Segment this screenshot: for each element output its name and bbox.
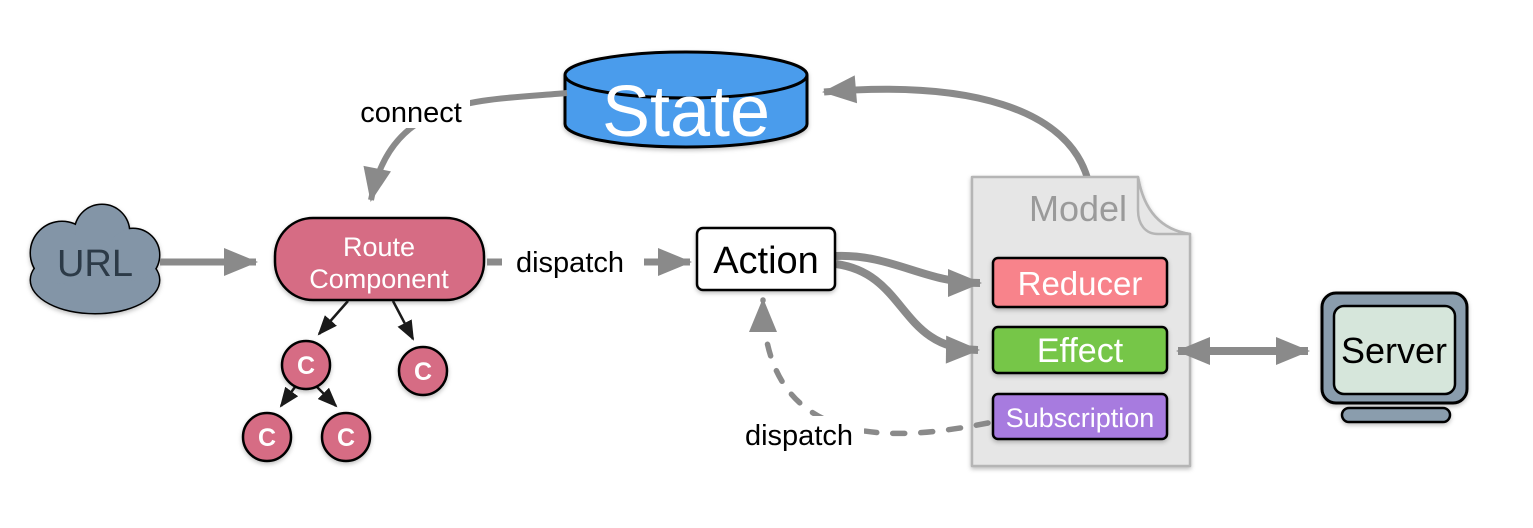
- component-circles: C C C C: [241, 339, 449, 463]
- reducer-label: Reducer: [1018, 265, 1143, 302]
- route-component-box: [273, 216, 486, 302]
- url-cloud-fill: [31, 205, 159, 313]
- connect-label: connect: [360, 97, 462, 129]
- svg-text:C: C: [414, 358, 432, 386]
- arrow-route-to-c1: [317, 300, 349, 336]
- component-circle-2: C: [397, 345, 449, 397]
- arrow-c1-to-c3: [279, 386, 299, 408]
- effect-box: [991, 325, 1169, 375]
- component-circle-1: C: [280, 339, 332, 391]
- action-node: Action: [695, 226, 837, 292]
- component-circle-4: C: [320, 411, 372, 463]
- action-box: [695, 226, 837, 292]
- state-node: State: [563, 50, 809, 152]
- route-component-label-line2: Component: [309, 264, 449, 294]
- subscription-box: [991, 392, 1169, 441]
- route-component-label-line1: Route: [343, 232, 415, 262]
- dispatch-label: dispatch: [516, 247, 624, 279]
- dispatch-label-group: dispatch: [502, 243, 644, 281]
- dispatch2-label-bg: [736, 416, 864, 454]
- arrow-action-to-reducer: [835, 251, 982, 297]
- connect-label-group: connect: [352, 96, 470, 129]
- route-component-node: Route Component: [273, 216, 486, 302]
- arrow-model-to-state: [822, 75, 1092, 181]
- action-label: Action: [713, 240, 819, 282]
- arrow-subscription-to-action-dashed: [749, 297, 991, 437]
- svg-text:C: C: [337, 424, 355, 452]
- server-monitor-screen: [1332, 304, 1457, 396]
- server-monitor-base: [1340, 406, 1452, 424]
- url-label: URL: [57, 243, 133, 285]
- dispatch2-label: dispatch: [745, 420, 853, 452]
- server-label: Server: [1341, 330, 1447, 371]
- effect-label: Effect: [1037, 332, 1124, 370]
- reducer-box: [991, 256, 1169, 309]
- dispatch-label-bg: [502, 243, 644, 281]
- state-cylinder-top: [563, 50, 809, 100]
- model-document-fold: [1136, 175, 1192, 236]
- arrow-route-to-c2: [391, 300, 415, 341]
- model-label: Model: [1029, 188, 1127, 229]
- dispatch2-label-group: dispatch: [736, 416, 864, 454]
- subscription-label: Subscription: [1006, 403, 1155, 433]
- svg-text:C: C: [297, 352, 315, 380]
- state-label: State: [602, 72, 770, 152]
- svg-text:C: C: [258, 424, 276, 452]
- url-cloud-node: URL: [29, 203, 161, 315]
- component-circle-3: C: [241, 411, 293, 463]
- arrow-action-to-effect: [835, 260, 980, 364]
- connect-label-bg: [352, 96, 470, 128]
- server-node: Server: [1320, 291, 1469, 424]
- arrow-c1-to-c4: [316, 386, 338, 408]
- component-tree-arrows: [279, 300, 415, 408]
